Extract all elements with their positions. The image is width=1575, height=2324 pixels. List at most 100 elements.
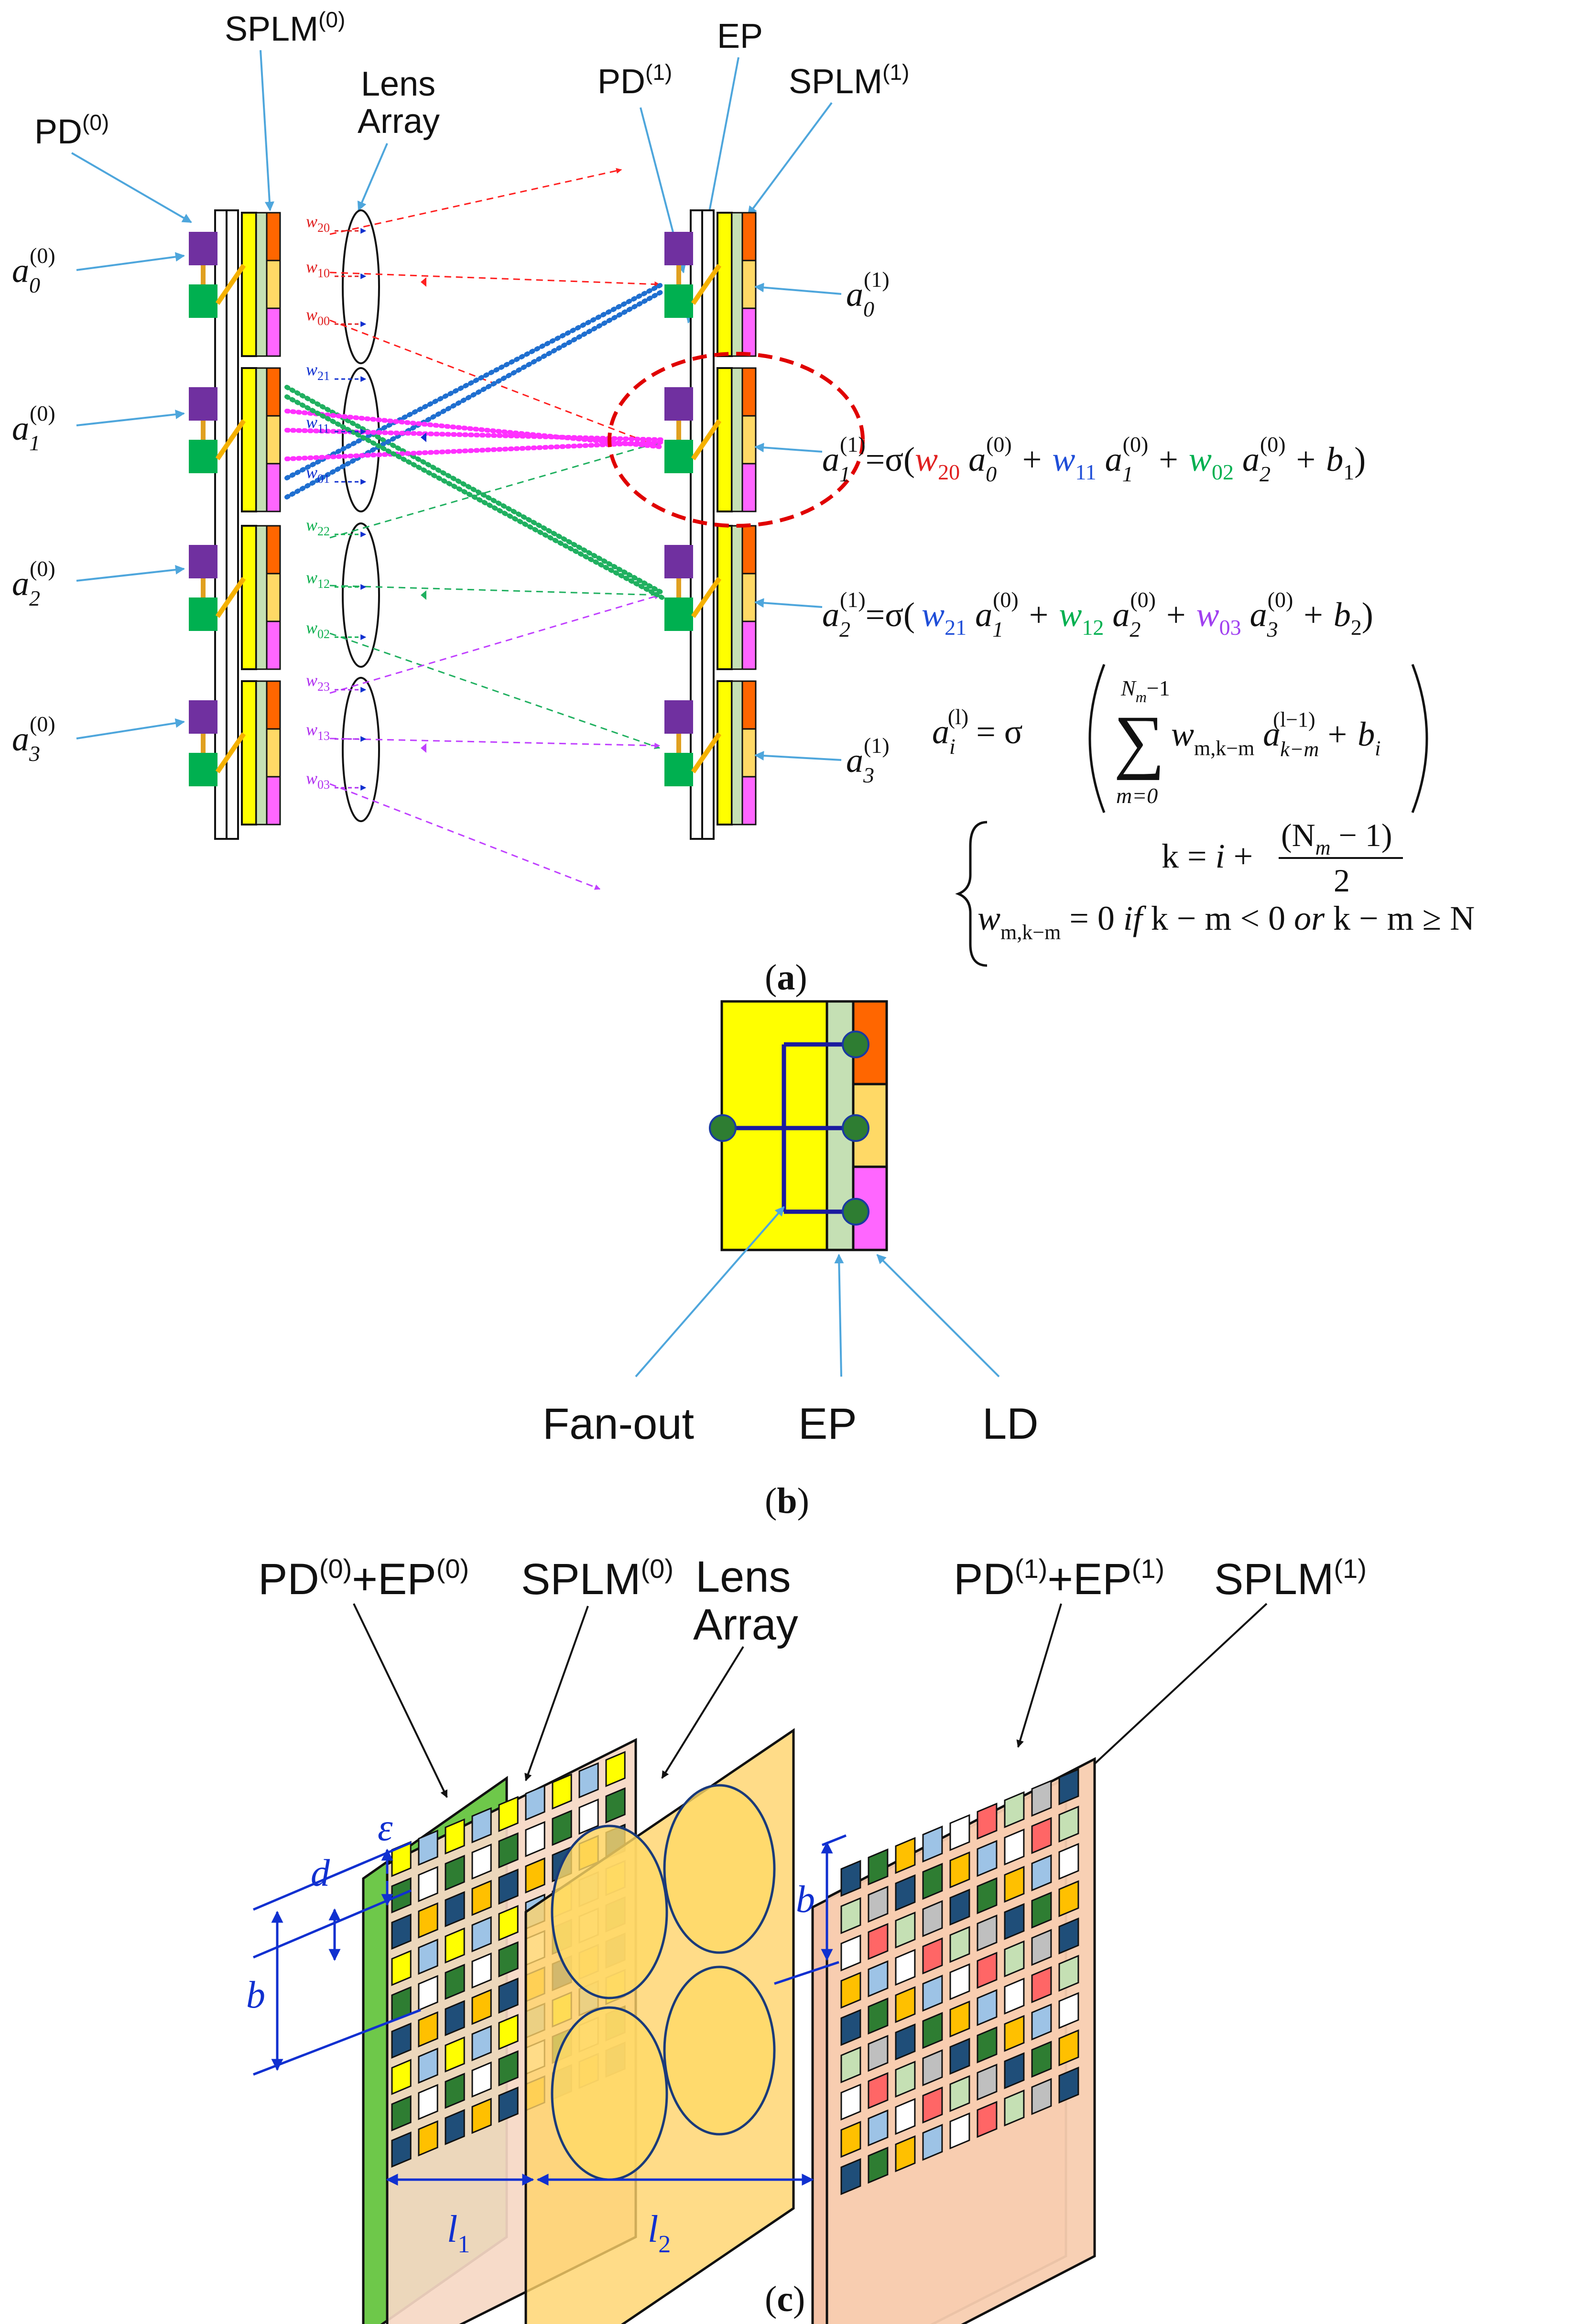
splm1-cell	[949, 2075, 970, 2112]
input-node	[709, 1114, 737, 1142]
l0-ld-1-0	[266, 367, 281, 417]
splm1-cell	[977, 2063, 998, 2101]
splm1-cell	[977, 1989, 998, 2026]
label-pd1: PD(1)	[597, 60, 672, 101]
layer-1	[664, 209, 757, 840]
weight-label-11: w03	[306, 769, 330, 792]
l0-ld-1-1	[266, 415, 281, 465]
splm0-cell	[445, 2109, 465, 2145]
splm1-cell	[840, 2083, 861, 2121]
lens-c-3	[663, 1966, 776, 2136]
splm1-cell	[840, 2046, 861, 2084]
output-node-2	[842, 1198, 869, 1226]
splm1-cell	[949, 1926, 970, 1963]
l1-pd-2	[664, 545, 693, 578]
splm0-cell	[498, 2086, 519, 2123]
l0-mod-0	[189, 284, 217, 318]
label-ep: EP	[717, 17, 763, 55]
svg-text:wm,k−m = 0 if k − m < 0 or k −: wm,k−m = 0 if k − m < 0 or k − m ≥ N	[978, 899, 1475, 944]
splm1-cell	[840, 2158, 861, 2195]
splm1-cell	[868, 2109, 889, 2147]
splm1-cell	[922, 2124, 943, 2161]
arrow-output-a0	[754, 282, 842, 295]
output-node-1	[842, 1114, 869, 1142]
arrow-output-a1	[754, 443, 823, 453]
splm1-cell	[895, 2061, 916, 2098]
input-a1: a1(0)	[12, 401, 55, 455]
splm1-cell	[895, 1837, 916, 1874]
splm1-cell	[840, 1971, 861, 2009]
label-d: d	[311, 1852, 330, 1894]
l1-mod-0	[664, 284, 693, 318]
splm1-cell	[977, 1914, 998, 1952]
beam-pink-thick-3	[284, 440, 664, 461]
cross-violet	[421, 743, 426, 753]
splm1-cell	[868, 1886, 889, 1923]
l0-ld-2-1	[266, 573, 281, 622]
splm1-cell	[1031, 2078, 1052, 2115]
l0-pd-1	[189, 387, 217, 421]
splm1-cell	[840, 1934, 861, 1972]
l0-pd-2	[189, 545, 217, 578]
splm0-cell	[418, 1866, 438, 1902]
cross-blue	[421, 433, 426, 442]
splm0-cell	[471, 1988, 492, 2025]
arrow-ld	[876, 1254, 1000, 1378]
l1-ep-1	[731, 367, 743, 512]
weight-label-2: w00	[306, 305, 330, 328]
splm1-cell	[1004, 2015, 1025, 2052]
splm0-cell	[418, 1938, 438, 1975]
splm1-cell	[1031, 1891, 1052, 1929]
arrow-ep	[834, 1254, 844, 1377]
weight-label-3: w21	[306, 360, 330, 383]
l1-ld-3-1	[741, 728, 757, 778]
lens-c-1	[663, 1784, 776, 1954]
splm1-cell	[1031, 1966, 1052, 2003]
splm1-cell	[840, 1859, 861, 1897]
svg-text:wm,k−mak−m(l−1)+bi: wm,k−mak−m(l−1)+bi	[1171, 708, 1380, 761]
label-pd0: PD(0)	[34, 110, 109, 151]
splm1-cell	[1058, 1880, 1079, 1917]
label-splm0-c: SPLM(0)	[521, 1553, 673, 1604]
splm0-cell	[391, 2059, 412, 2095]
splm0-cell	[445, 1818, 465, 1855]
l0-wire-3	[215, 732, 246, 773]
l1-wire-2	[691, 577, 722, 618]
label-splm1: SPLM(1)	[789, 60, 909, 101]
weight-label-9: w23	[306, 671, 330, 694]
splm0-cell	[498, 1796, 519, 1832]
splm1-cell	[1004, 1791, 1025, 1828]
splm0-cell	[418, 2084, 438, 2120]
splm1-cell	[922, 2012, 943, 2049]
cross-red	[421, 277, 426, 287]
arrow-input-a2	[76, 565, 185, 582]
weight-label-6: w22	[306, 515, 330, 538]
splm1-cell	[922, 1937, 943, 1975]
l0-ep-3	[255, 680, 268, 825]
splm0-cell	[391, 1950, 412, 1986]
splm0-cell	[498, 1868, 519, 1905]
splm1-cell	[1004, 1940, 1025, 1977]
l1-ld-1-1	[741, 415, 757, 465]
plates	[362, 1728, 1096, 2324]
arrow-pd0	[71, 152, 192, 223]
splm0-cell	[418, 1902, 438, 1939]
svg-text:k = i +: k = i +	[1162, 837, 1253, 875]
splm1-cell	[1031, 1817, 1052, 1854]
arrow-input-a0	[76, 252, 185, 271]
beam-green-thick	[284, 385, 664, 595]
l0-mod-2	[189, 597, 217, 631]
beam-blue-thick-1	[284, 282, 664, 480]
arrow-pd1-ep1	[1016, 1603, 1062, 1748]
dimensions	[253, 1834, 847, 2186]
splm1-cell	[922, 2049, 943, 2086]
l1-fanout-0	[717, 212, 733, 357]
arrow-splm0-c	[524, 1606, 589, 1781]
splm0-cell	[445, 2000, 465, 2036]
splm0-cell	[471, 1916, 492, 1953]
splm0-cell	[445, 2073, 465, 2109]
splm1-cell	[1031, 2041, 1052, 2078]
l0-ld-1-2	[266, 463, 281, 512]
l1-mod-3	[664, 753, 693, 786]
